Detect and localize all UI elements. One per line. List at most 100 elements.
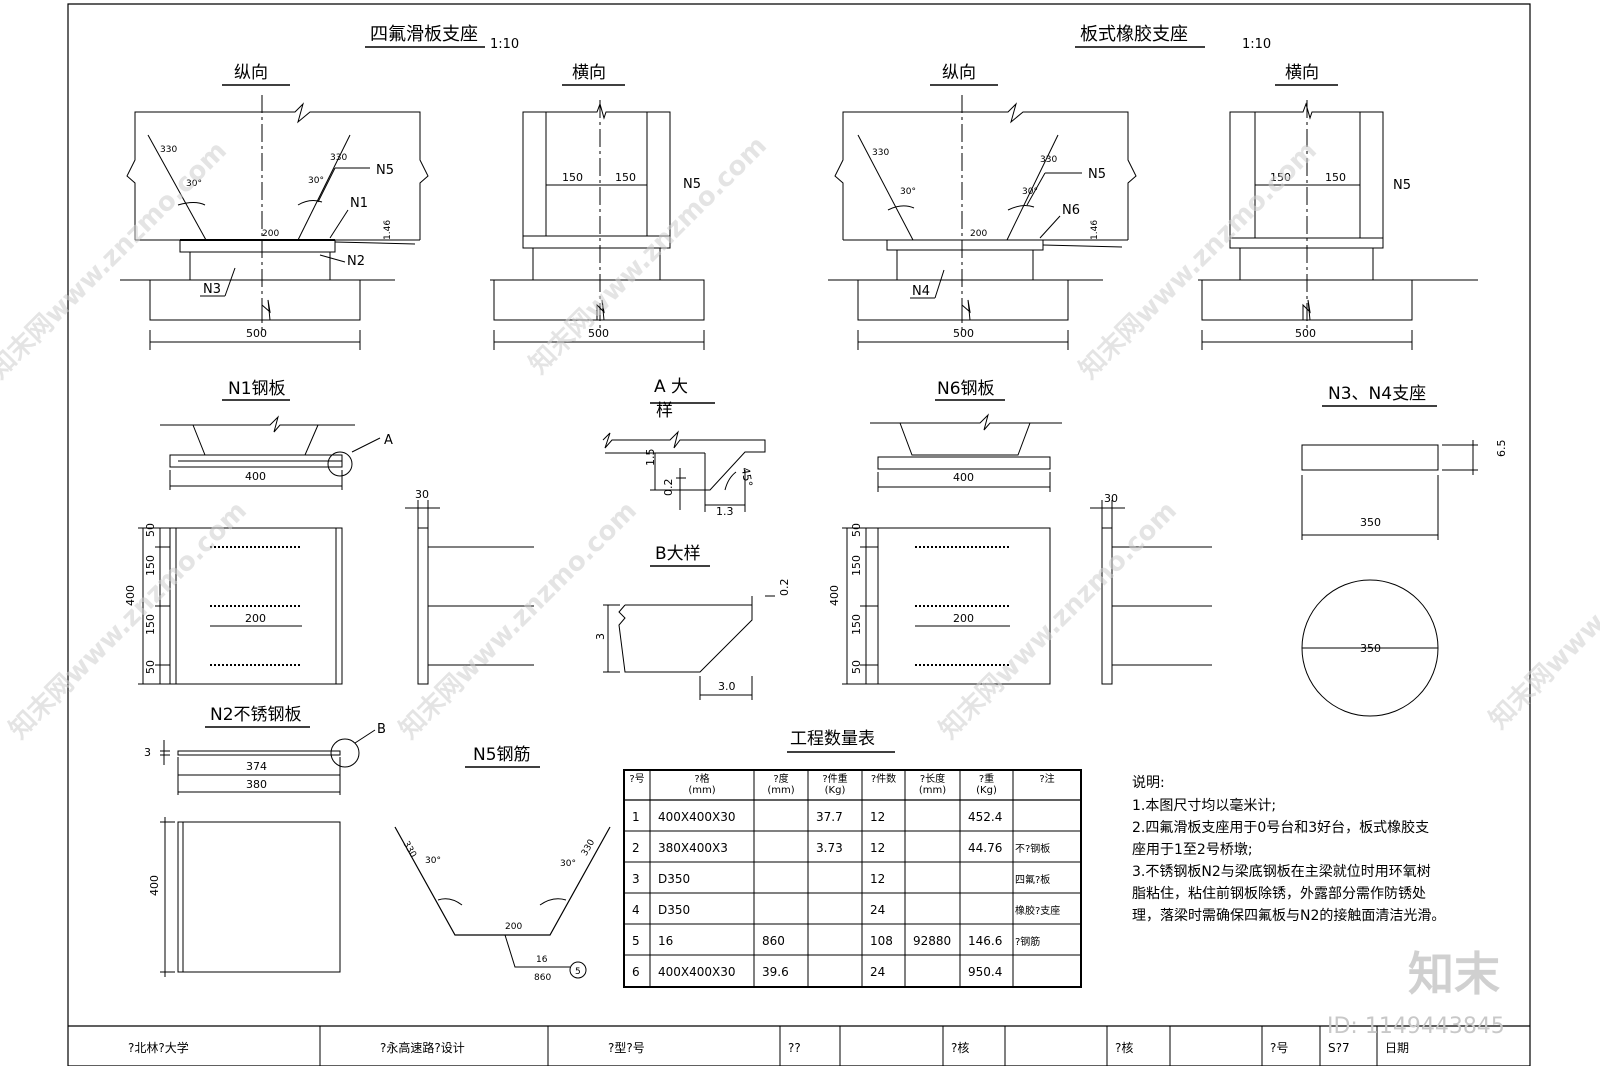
title-block-cell: ?核 bbox=[1115, 1041, 1133, 1055]
svg-text:30°: 30° bbox=[308, 176, 324, 186]
svg-text:500: 500 bbox=[246, 327, 267, 340]
n1-plate-detail: N1钢板 A 400 200 400 50 150 150 50 bbox=[124, 379, 534, 684]
svg-text:350: 350 bbox=[1360, 642, 1381, 655]
n6-plate-detail: N6钢板 400 200 400 50 150 150 50 30 bbox=[828, 379, 1212, 684]
brand-logo: 知末 bbox=[1408, 947, 1500, 1001]
table-header-cell: ?度 bbox=[773, 772, 788, 785]
svg-text:330: 330 bbox=[872, 148, 889, 158]
title-block-cell: ?北林?大学 bbox=[128, 1040, 189, 1055]
svg-text:工程数量表: 工程数量表 bbox=[790, 729, 875, 749]
table-header-cell: ?件重 bbox=[822, 772, 847, 785]
quantity-table: 工程数量表 ?号?格(mm)?度(mm)?件重(Kg)?件数?长度(mm)?重(… bbox=[624, 729, 1081, 987]
table-cell: 橡胶?支座 bbox=[1015, 904, 1060, 917]
svg-text:200: 200 bbox=[245, 612, 266, 625]
note-line: 2.四氟滑板支座用于0号台和3好台，板式橡胶支 bbox=[1132, 819, 1429, 836]
svg-text:B大样: B大样 bbox=[655, 544, 701, 564]
table-cell: 6 bbox=[632, 965, 640, 979]
n3-n4-seat-detail: N3、N4支座 6.5 350 350 bbox=[1302, 384, 1508, 716]
title-block-cell: ?? bbox=[788, 1041, 801, 1055]
svg-text:3.0: 3.0 bbox=[718, 680, 736, 693]
svg-text:N3: N3 bbox=[203, 282, 221, 297]
table-cell: 108 bbox=[870, 934, 893, 948]
table-cell: D350 bbox=[658, 872, 690, 886]
svg-text:1.5: 1.5 bbox=[644, 449, 657, 467]
table-cell: 400X400X30 bbox=[658, 810, 736, 824]
detail-b: B大样 0.2 3 3.0 bbox=[594, 544, 791, 700]
table-header-cell: (mm) bbox=[919, 785, 946, 796]
svg-text:50: 50 bbox=[144, 523, 157, 537]
svg-text:知末网www.znzmo.com: 知末网www.znzmo.com bbox=[524, 131, 773, 380]
svg-text:样: 样 bbox=[656, 401, 673, 421]
svg-text:B: B bbox=[377, 722, 386, 737]
table-cell: 380X400X3 bbox=[658, 841, 728, 855]
svg-text:500: 500 bbox=[1295, 327, 1316, 340]
svg-text:400: 400 bbox=[953, 471, 974, 484]
svg-text:200: 200 bbox=[505, 922, 522, 932]
table-header-cell: (mm) bbox=[767, 785, 794, 796]
table-cell: 16 bbox=[658, 934, 673, 948]
svg-text:330: 330 bbox=[401, 840, 418, 860]
table-cell: 950.4 bbox=[968, 965, 1002, 979]
svg-text:150: 150 bbox=[144, 555, 157, 576]
note-line: 座用于1至2号桥墩; bbox=[1132, 842, 1253, 858]
note-line: 理，落梁时需确保四氟板与N2的接触面清洁光滑。 bbox=[1132, 907, 1445, 924]
table-header-cell: ?注 bbox=[1039, 772, 1054, 785]
table-cell: 44.76 bbox=[968, 841, 1002, 855]
table-cell: 3.73 bbox=[816, 841, 843, 855]
n2-plate-detail: N2不锈钢板 3 B 374 380 400 bbox=[144, 705, 386, 977]
table-cell: 24 bbox=[870, 903, 885, 917]
svg-text:1.3: 1.3 bbox=[716, 505, 734, 518]
svg-text:N5钢筋: N5钢筋 bbox=[473, 745, 531, 765]
svg-text:N5: N5 bbox=[1393, 178, 1411, 193]
svg-text:860: 860 bbox=[534, 973, 551, 983]
view-longitudinal-2: 纵向 bbox=[942, 63, 976, 83]
table-cell: 2 bbox=[632, 841, 640, 855]
svg-text:N5: N5 bbox=[376, 163, 394, 178]
svg-text:330: 330 bbox=[160, 145, 177, 155]
table-cell: D350 bbox=[658, 903, 690, 917]
svg-text:150: 150 bbox=[1325, 171, 1346, 184]
svg-text:N1钢板: N1钢板 bbox=[228, 379, 286, 399]
svg-text:200: 200 bbox=[262, 229, 279, 239]
ptfe-scale: 1:10 bbox=[490, 37, 519, 52]
svg-text:知末网www.znzmo.com: 知末网www.znzmo.com bbox=[1074, 136, 1323, 385]
svg-text:0.2: 0.2 bbox=[662, 479, 675, 497]
svg-text:30°: 30° bbox=[186, 179, 202, 189]
brand-id: ID: 1149443845 bbox=[1327, 1014, 1505, 1039]
svg-text:150: 150 bbox=[615, 171, 636, 184]
watermark-layer: 知末网www.znzmo.com 知末网www.znzmo.com 知末网www… bbox=[0, 131, 1600, 1039]
title-block-cell: 日期 bbox=[1385, 1041, 1409, 1055]
table-cell: 4 bbox=[632, 903, 640, 917]
table-header-cell: ?格 bbox=[694, 772, 709, 785]
svg-text:30: 30 bbox=[415, 488, 429, 501]
table-cell: 3 bbox=[632, 872, 640, 886]
table-cell: 5 bbox=[632, 934, 640, 948]
svg-text:200: 200 bbox=[970, 229, 987, 239]
svg-text:A 大: A 大 bbox=[654, 377, 688, 397]
table-header-cell: (Kg) bbox=[825, 785, 846, 796]
title-block-cell: ?型?号 bbox=[608, 1041, 645, 1055]
rubber-scale: 1:10 bbox=[1242, 37, 1271, 52]
svg-text:50: 50 bbox=[144, 660, 157, 674]
rubber-bearing-title: 板式橡胶支座 bbox=[1080, 24, 1188, 45]
title-block-cell: S?7 bbox=[1328, 1041, 1350, 1055]
svg-text:6.5: 6.5 bbox=[1495, 440, 1508, 458]
svg-text:N3、N4支座: N3、N4支座 bbox=[1328, 384, 1426, 404]
notes-block: 说明: 1.本图尺寸均以毫米计;2.四氟滑板支座用于0号台和3好台，板式橡胶支座… bbox=[1132, 775, 1445, 924]
svg-text:150: 150 bbox=[850, 614, 863, 635]
svg-text:N5: N5 bbox=[1088, 167, 1106, 182]
table-header-cell: ?重 bbox=[979, 772, 994, 785]
table-cell: 12 bbox=[870, 841, 885, 855]
note-line: 1.本图尺寸均以毫米计; bbox=[1132, 797, 1276, 814]
table-cell: 12 bbox=[870, 810, 885, 824]
svg-text:N2不锈钢板: N2不锈钢板 bbox=[210, 705, 302, 725]
svg-text:150: 150 bbox=[562, 171, 583, 184]
table-header-cell: ?长度 bbox=[920, 772, 945, 785]
note-line: 3.不锈钢板N2与梁底钢板在主梁就位时用环氧树 bbox=[1132, 864, 1431, 880]
rubber-transverse-view: 150 150 N5 500 bbox=[1198, 100, 1478, 350]
svg-text:380: 380 bbox=[246, 778, 267, 791]
ptfe-bearing-title: 四氟滑板支座 bbox=[370, 24, 478, 45]
svg-text:1.46: 1.46 bbox=[1090, 220, 1100, 240]
